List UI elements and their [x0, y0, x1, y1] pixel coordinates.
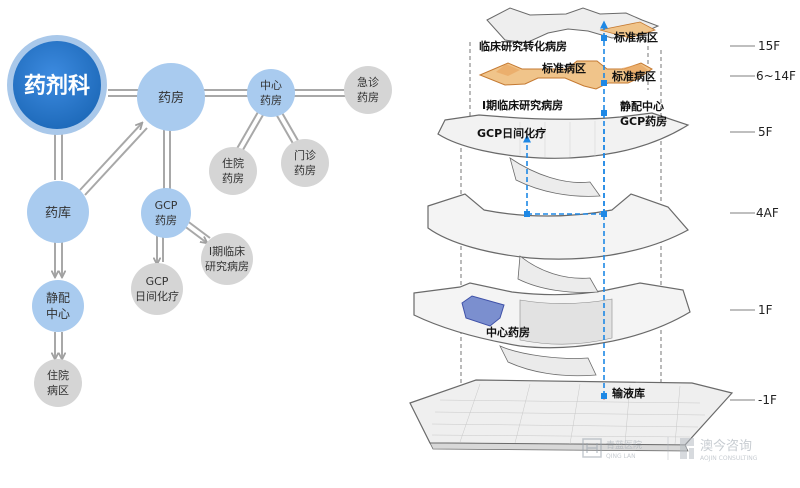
node-label: 日间化疗 [135, 289, 179, 303]
node-gcp-pharmacy[interactable]: GCP 药房 [141, 188, 191, 238]
floor-15f [486, 7, 660, 44]
node-pharmacy[interactable]: 药房 [137, 63, 205, 131]
node-label: 中心 [260, 79, 282, 92]
node-label: 药房 [357, 91, 379, 104]
brand-en: AOJIN CONSULTING [700, 455, 758, 462]
node-gcp-daytime[interactable]: GCP 日间化疗 [131, 263, 183, 315]
edge-central-outpatient [275, 113, 296, 148]
qinglan-logo: 青蓝医院 QING LAN [582, 438, 642, 460]
node-label: 药房 [155, 214, 177, 227]
floor-4af [427, 193, 689, 293]
watermark: 青蓝医院 QING LAN 澳今咨询 AOJIN CONSULTING [582, 437, 758, 462]
node-label: 静配 [46, 291, 70, 305]
node-central-pharmacy[interactable]: 中心 药房 [247, 69, 295, 117]
edge-gcp-phase1 [182, 224, 207, 243]
node-label: 药房 [158, 90, 184, 106]
level-4af: 4AF [756, 206, 779, 220]
node-label: 急诊 [357, 75, 379, 89]
tree-edges [55, 89, 345, 359]
mark-cn: 青蓝医院 [606, 439, 642, 451]
node-pharmacy-dept[interactable]: 药剂科 [7, 35, 107, 135]
level-1f: 1F [758, 303, 773, 317]
node-label: I期临床 [209, 244, 245, 258]
floor-annotations: 标准病区 临床研究转化病房 标准病区 标准病区 I期临床研究病房 静配中心 GC… [477, 30, 667, 400]
brand-cn: 澳今咨询 [700, 438, 752, 454]
node-inpatient-ward[interactable]: 住院 病区 [34, 359, 82, 407]
level-6-14f: 6~14F [756, 69, 796, 83]
node-label: GCP [146, 275, 169, 288]
node-label: 药房 [222, 172, 244, 185]
route-dashed [523, 20, 608, 396]
label-gcp-daytime: GCP日间化疗 [477, 126, 546, 140]
node-inpatient-pharmacy[interactable]: 住院 药房 [209, 147, 257, 195]
level-5f: 5F [758, 125, 773, 139]
node-outpatient-pharmacy[interactable]: 门诊 药房 [281, 139, 329, 187]
label-phase1-ward: I期临床研究病房 [482, 98, 563, 112]
node-label: 药库 [45, 205, 71, 221]
label-gcp-pharmacy: GCP药房 [620, 114, 667, 128]
floor-6-14f [478, 60, 653, 90]
label-infusion-store: 输液库 [612, 386, 645, 400]
node-label: 药房 [260, 94, 282, 107]
level-b1: -1F [758, 393, 777, 407]
edge-store-pharmacy [79, 123, 142, 191]
level-labels: 15F 6~14F 5F 4AF 1F -1F [756, 39, 796, 407]
floor-5f [437, 112, 690, 197]
tree-nodes: 药剂科 药房 中心 药房 急诊 药房 住院 药房 门诊 药房 [7, 35, 392, 407]
edge-central-inpatient-2 [239, 114, 264, 156]
node-drug-store[interactable]: 药库 [27, 181, 89, 243]
mark-en: QING LAN [606, 453, 636, 460]
node-emergency-pharmacy[interactable]: 急诊 药房 [344, 66, 392, 114]
node-label: 住院 [47, 368, 69, 382]
floor-1f [413, 282, 691, 377]
node-pivas[interactable]: 静配 中心 [32, 280, 84, 332]
label-standard-ward-mid: 标准病区 [541, 61, 586, 75]
floor-stack: 标准病区 临床研究转化病房 标准病区 标准病区 I期临床研究病房 静配中心 GC… [409, 7, 796, 452]
edge-central-outpatient-2 [280, 110, 301, 145]
node-label: 药房 [294, 164, 316, 177]
node-phase1-clinical[interactable]: I期临床 研究病房 [201, 233, 253, 285]
route-markers [524, 35, 607, 399]
edge-store-pharmacy-2 [84, 127, 148, 196]
label-standard-ward-right: 标准病区 [611, 69, 656, 83]
level-15f: 15F [758, 39, 780, 53]
node-label: GCP [155, 199, 178, 212]
label-central-pharmacy: 中心药房 [486, 325, 530, 339]
node-label: 门诊 [294, 148, 316, 162]
label-pivas: 静配中心 [620, 99, 664, 113]
aojin-logo: 澳今咨询 AOJIN CONSULTING [680, 438, 758, 462]
node-label: 病区 [47, 383, 69, 397]
edge-central-inpatient [234, 111, 259, 153]
label-clinical-ward: 临床研究转化病房 [479, 39, 567, 53]
node-label: 住院 [222, 156, 244, 170]
edge-gcp-phase1-2 [185, 219, 211, 239]
label-standard-ward-top: 标准病区 [613, 30, 658, 44]
floor-b1 [409, 379, 734, 452]
node-label: 药剂科 [24, 73, 90, 99]
node-label: 中心 [46, 306, 70, 321]
node-label: 研究病房 [205, 259, 249, 273]
level-scale [730, 45, 755, 401]
